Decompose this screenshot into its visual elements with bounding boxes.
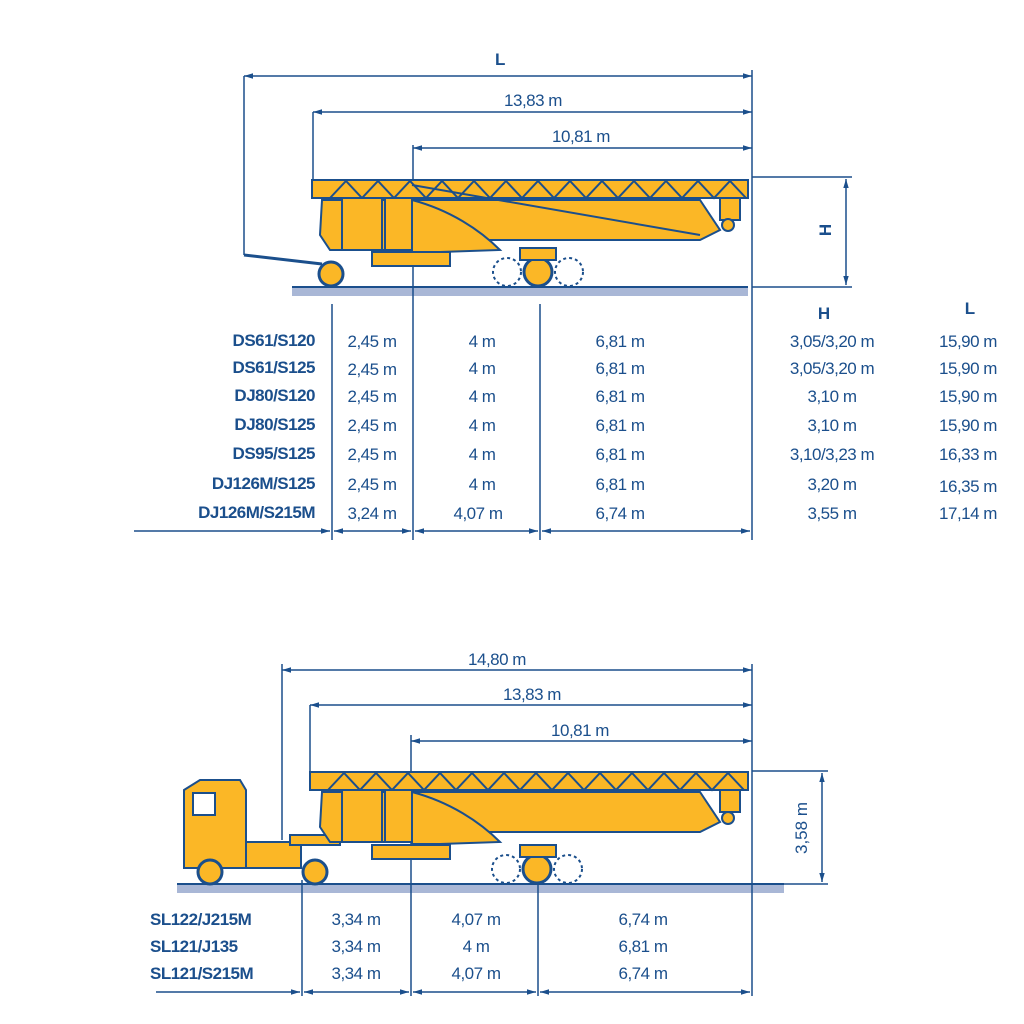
cell-c: 6,81 m bbox=[618, 937, 668, 956]
cell-c: 6,74 m bbox=[595, 504, 645, 523]
crane-jib bbox=[311, 179, 749, 200]
crane-trailer-drawing bbox=[134, 70, 852, 540]
cell-h: 3,10 m bbox=[807, 416, 857, 435]
cell-h: 3,10/3,23 m bbox=[789, 445, 875, 464]
cell-a: 2,45 m bbox=[347, 445, 397, 464]
trailer-wheels bbox=[491, 844, 583, 885]
model-name: SL121/S215M bbox=[150, 964, 254, 983]
cell-b: 4,07 m bbox=[453, 504, 503, 523]
cell-l: 15,90 m bbox=[939, 416, 997, 435]
dim-overall-label: 14,80 m bbox=[468, 650, 526, 669]
cell-a: 3,34 m bbox=[331, 964, 381, 983]
cell-b: 4 m bbox=[468, 332, 496, 351]
ground-strip bbox=[292, 287, 748, 296]
cell-a: 3,34 m bbox=[331, 937, 381, 956]
model-name: DS61/S120 bbox=[232, 331, 316, 350]
cell-c: 6,81 m bbox=[595, 359, 645, 378]
cell-c: 6,81 m bbox=[595, 332, 645, 351]
cell-h: 3,20 m bbox=[807, 475, 857, 494]
cell-a: 2,45 m bbox=[347, 475, 397, 494]
cell-h: 3,55 m bbox=[807, 504, 857, 523]
cell-a: 2,45 m bbox=[347, 416, 397, 435]
dim-height-label: 3,58 m bbox=[791, 802, 811, 854]
model-name: SL122/J215M bbox=[150, 910, 252, 929]
cell-b: 4 m bbox=[468, 359, 496, 378]
crane-jib bbox=[309, 771, 749, 792]
cell-l: 16,35 m bbox=[939, 477, 997, 496]
cell-b: 4 m bbox=[468, 387, 496, 406]
trailer-wheels bbox=[317, 247, 584, 288]
cell-b: 4 m bbox=[462, 937, 490, 956]
cell-c: 6,74 m bbox=[618, 964, 668, 983]
cell-b: 4 m bbox=[468, 445, 496, 464]
cell-l: 17,14 m bbox=[939, 504, 997, 523]
cell-a: 3,24 m bbox=[347, 504, 397, 523]
crane-body bbox=[318, 184, 741, 267]
cell-h: 3,05/3,20 m bbox=[789, 359, 875, 378]
model-name: DJ80/S125 bbox=[234, 415, 315, 434]
cell-c: 6,81 m bbox=[595, 416, 645, 435]
cell-l: 15,90 m bbox=[939, 359, 997, 378]
cell-b: 4,07 m bbox=[451, 964, 501, 983]
cell-c: 6,81 m bbox=[595, 387, 645, 406]
model-name: DJ126M/S125 bbox=[211, 474, 316, 493]
model-name: DJ126M/S215M bbox=[198, 503, 315, 522]
cell-a: 2,45 m bbox=[347, 387, 397, 406]
cell-b: 4 m bbox=[468, 416, 496, 435]
cell-l: 16,33 m bbox=[939, 445, 997, 464]
cell-l: 15,90 m bbox=[939, 387, 997, 406]
cell-a: 3,34 m bbox=[331, 910, 381, 929]
cell-c: 6,81 m bbox=[595, 475, 645, 494]
dim-rear-label: 10,81 m bbox=[551, 721, 609, 740]
cell-c: 6,74 m bbox=[618, 910, 668, 929]
model-name: SL121/J135 bbox=[150, 937, 238, 956]
cell-h: 3,10 m bbox=[807, 387, 857, 406]
truck-tractor bbox=[183, 779, 341, 886]
crane-body bbox=[318, 789, 741, 860]
cell-h: 3,05/3,20 m bbox=[789, 332, 875, 351]
cell-b: 4,07 m bbox=[451, 910, 501, 929]
col-header-H: H bbox=[817, 304, 831, 323]
col-header-L: L bbox=[964, 299, 976, 318]
cell-l: 15,90 m bbox=[939, 332, 997, 351]
dim-jib-label: 13,83 m bbox=[504, 91, 562, 110]
dim-L-label: L bbox=[495, 50, 505, 69]
ground-strip bbox=[177, 884, 784, 893]
model-name: DJ80/S120 bbox=[234, 386, 315, 405]
cell-b: 4 m bbox=[468, 475, 496, 494]
cell-c: 6,81 m bbox=[595, 445, 645, 464]
dim-H-label: H bbox=[816, 223, 836, 237]
cell-a: 2,45 m bbox=[347, 332, 397, 351]
dim-rear-label: 10,81 m bbox=[552, 127, 610, 146]
dim-jib-label: 13,83 m bbox=[503, 685, 561, 704]
model-name: DS95/S125 bbox=[232, 444, 316, 463]
model-name: DS61/S125 bbox=[232, 358, 316, 377]
cell-a: 2,45 m bbox=[347, 360, 397, 379]
